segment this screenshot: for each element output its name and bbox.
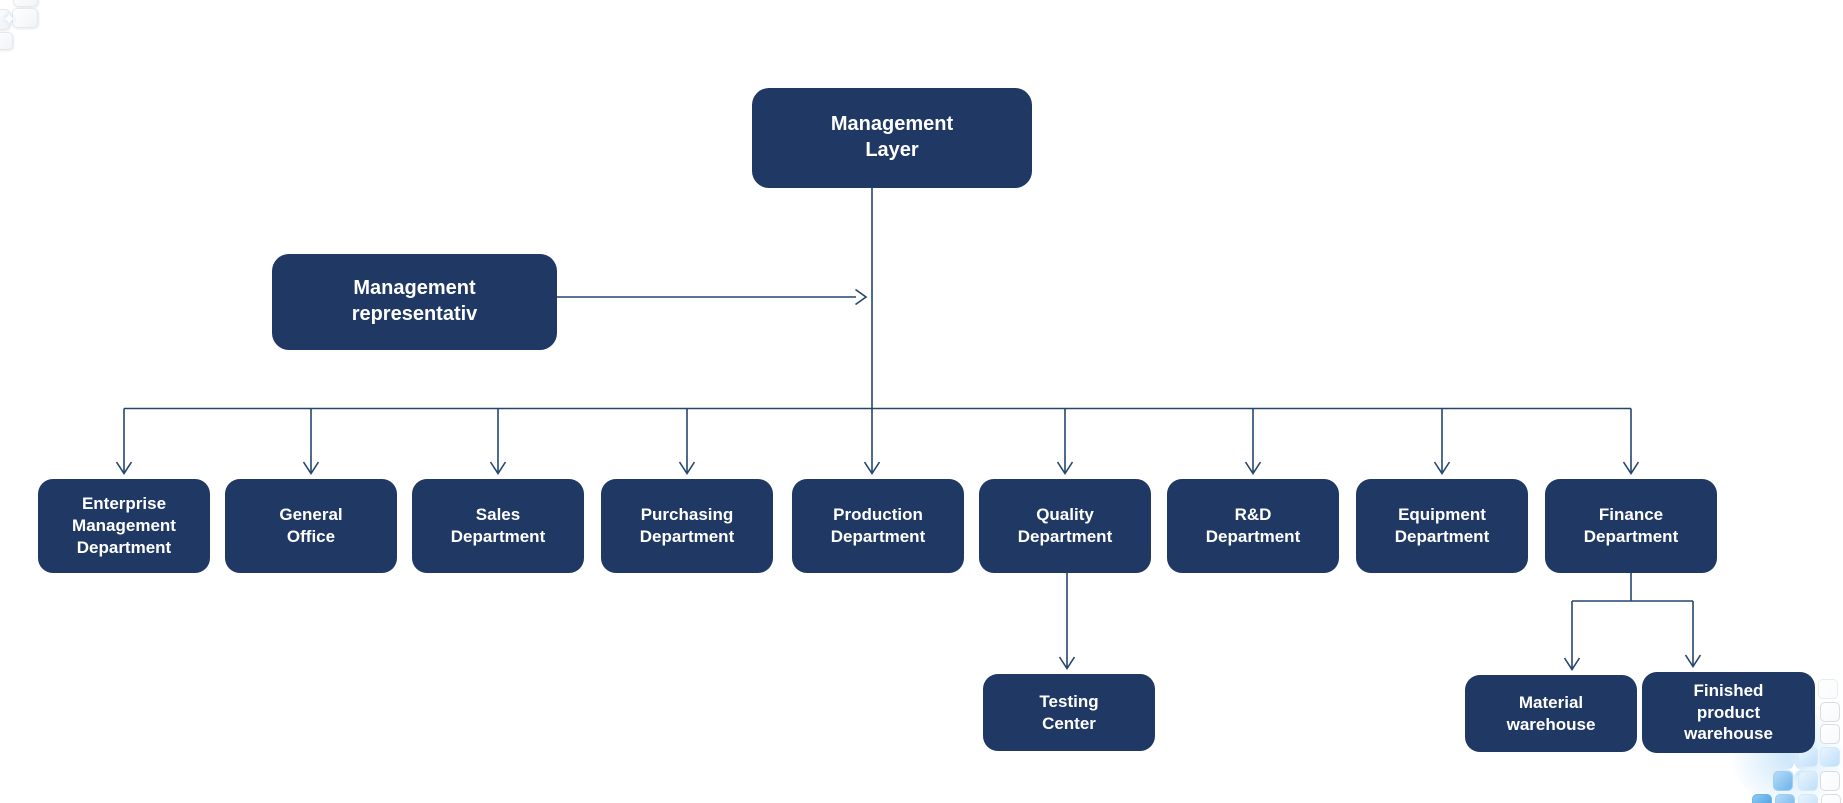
deco-tile	[1798, 771, 1818, 791]
deco-tile	[1821, 794, 1841, 803]
deco-tile	[1820, 771, 1840, 791]
deco-tile	[1820, 702, 1840, 722]
node-finished-product-warehouse[interactable]: Finished product warehouse	[1642, 672, 1815, 753]
node-label: Material warehouse	[1506, 692, 1596, 734]
node-label: Enterprise Management Department	[72, 494, 176, 557]
node-rnd-department[interactable]: R&D Department	[1167, 479, 1339, 573]
node-production-department[interactable]: Production Department	[792, 479, 964, 573]
arrow-down-icon	[302, 461, 320, 475]
node-quality-department[interactable]: Quality Department	[979, 479, 1151, 573]
node-purchasing-department[interactable]: Purchasing Department	[601, 479, 773, 573]
arrow-down-icon	[1433, 461, 1451, 475]
node-label: Quality Department	[1017, 505, 1113, 546]
deco-tile	[0, 9, 10, 30]
node-sales-department[interactable]: Sales Department	[412, 479, 584, 573]
arrow-right-icon	[855, 288, 868, 306]
node-material-warehouse[interactable]: Material warehouse	[1465, 675, 1637, 752]
node-label: General Office	[279, 505, 343, 546]
node-equipment-department[interactable]: Equipment Department	[1356, 479, 1528, 573]
arrow-down-icon	[1056, 461, 1074, 475]
arrow-down-icon	[1622, 461, 1640, 475]
node-label: Production Department	[830, 505, 926, 546]
deco-tile	[1820, 724, 1840, 744]
deco-tile	[1820, 747, 1840, 767]
node-label: Management Layer	[830, 113, 954, 161]
node-finance-department[interactable]: Finance Department	[1545, 479, 1717, 573]
deco-tile	[1752, 794, 1772, 803]
node-label: Testing Center	[1039, 691, 1099, 733]
arrow-down-icon	[1684, 654, 1702, 668]
node-label: R&D Department	[1205, 505, 1301, 546]
node-label: Equipment Department	[1394, 505, 1490, 546]
deco-tile	[0, 32, 13, 50]
deco-tile	[1775, 794, 1795, 803]
node-label: Finance Department	[1583, 505, 1679, 546]
arrow-down-icon	[1563, 657, 1581, 671]
deco-tile	[12, 8, 38, 28]
deco-tile	[13, 0, 38, 7]
node-label: Purchasing Department	[639, 505, 735, 546]
arrow-down-icon	[1058, 656, 1076, 670]
arrow-down-icon	[1244, 461, 1262, 475]
deco-tile	[1773, 771, 1793, 791]
node-label: Finished product warehouse	[1684, 680, 1773, 744]
deco-tile	[1798, 794, 1818, 803]
node-management-layer[interactable]: Management Layer	[752, 88, 1032, 188]
arrow-down-icon	[115, 461, 133, 475]
arrow-down-icon	[863, 461, 881, 475]
node-general-office[interactable]: General Office	[225, 479, 397, 573]
deco-tile	[1818, 679, 1838, 699]
node-label: Management representativ	[351, 277, 478, 325]
node-management-representative[interactable]: Management representativ	[272, 254, 557, 350]
node-enterprise-management-department[interactable]: Enterprise Management Department	[38, 479, 210, 573]
node-label: Sales Department	[450, 505, 546, 546]
arrow-down-icon	[678, 461, 696, 475]
node-testing-center[interactable]: Testing Center	[983, 674, 1155, 751]
arrow-down-icon	[489, 461, 507, 475]
